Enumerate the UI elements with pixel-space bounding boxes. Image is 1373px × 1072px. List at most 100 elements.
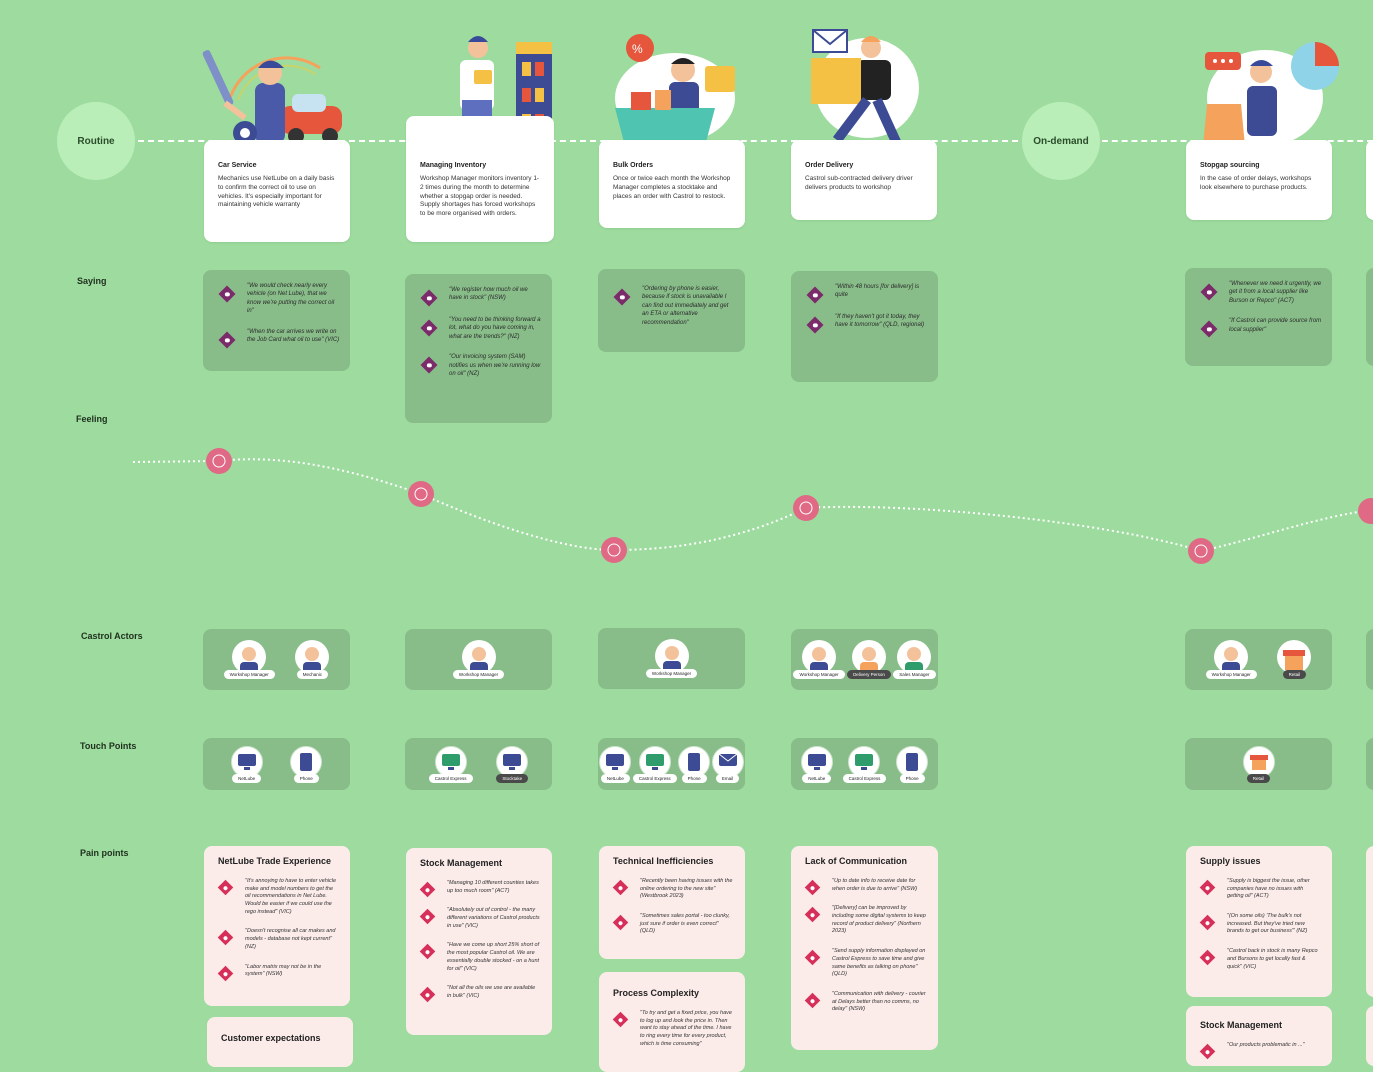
pain-text: "Supply is biggest the issue, other comp…: [1227, 878, 1310, 900]
quote: "When the car arrives we write on the Jo…: [217, 328, 340, 349]
alert-icon: [419, 986, 436, 1003]
quote: "If they haven't got it today, they have…: [805, 313, 928, 334]
touch-point: NetLube: [800, 745, 833, 783]
alert-icon: [612, 1011, 629, 1028]
quote-text: "You need to be thinking forward a lot, …: [449, 317, 541, 340]
pain-card-stock-management-2: Stock Management "Our products problemat…: [1186, 1006, 1332, 1066]
pain-item: "Doesn't recognise all car makes and mod…: [217, 928, 338, 951]
quote: "We would check nearly every vehicle (on…: [217, 282, 340, 316]
monitor-icon: [230, 745, 263, 778]
touch-point-label: Phone: [681, 773, 707, 783]
actor: Workshop Manager: [793, 640, 845, 679]
actor: Workshop Manager: [223, 640, 275, 679]
alert-icon: [804, 949, 821, 966]
actors-card-managing-inventory: Workshop Manager: [405, 629, 552, 690]
touch-point-label: NetLube: [802, 773, 832, 783]
pain-text: "Absolutely out of control - the many di…: [447, 907, 540, 929]
timeline-line-routine: [138, 140, 1018, 142]
pain-card-supply: Supply issues "Supply is biggest the iss…: [1186, 846, 1332, 997]
saying-card-car-service: "We would check nearly every vehicle (on…: [203, 270, 350, 371]
step-title: Stopgap sourcing: [1200, 162, 1260, 169]
pain-card-technical: Technical Inefficiencies "Recently been …: [599, 846, 745, 959]
touch-point: Phone: [896, 745, 929, 783]
actor-label: Mechanic: [296, 670, 328, 679]
quote-text: "We would check nearly every vehicle (on…: [247, 283, 335, 315]
pain-card-communication: Lack of Communication "Up to date info t…: [791, 846, 938, 1050]
touch-point-label: NetLube: [600, 773, 630, 783]
feeling-dot: [1188, 538, 1214, 564]
touch-point: Castrol Express: [842, 745, 887, 783]
alert-icon: [419, 944, 436, 960]
row-label-touch-points: Touch Points: [80, 741, 137, 751]
touch-point-label: Castrol Express: [842, 773, 887, 783]
actor: Sales Manager: [893, 640, 936, 679]
pain-text: "Have we come up short 25% short of the …: [447, 942, 540, 972]
touch-point: Castrol Express: [428, 745, 473, 783]
touch-point: Stocktake: [496, 745, 529, 783]
actor: Retail: [1277, 640, 1312, 679]
alert-icon: [1199, 879, 1216, 896]
pain-item: "Up to date info to receive date for whe…: [804, 878, 926, 896]
pain-text: "To try and get a fixed price, you have …: [640, 1010, 732, 1047]
pain-item: "It's annoying to have to enter vehicle …: [217, 878, 338, 916]
alert-icon: [419, 909, 436, 925]
pain-card-process-complexity: Process Complexity "To try and get a fix…: [599, 972, 745, 1072]
step-card-managing-inventory: Managing Inventory Workshop Manager moni…: [406, 116, 554, 242]
phone-icon: [290, 745, 323, 778]
step-description: Once or twice each month the Workshop Ma…: [613, 175, 731, 200]
quote-icon: [806, 316, 824, 334]
delivery-illustration: [811, 29, 919, 147]
monitor-icon: [599, 745, 632, 778]
pain-text: "Sometimes sales portal - too clunky, ju…: [640, 913, 730, 935]
actors-card-order-delivery: Workshop Manager Delivery Person Sales M…: [791, 629, 938, 690]
pain-item: "Labor matrix may not be in the system" …: [217, 964, 338, 981]
touch-point-label: Phone: [293, 773, 319, 783]
touch-point: Phone: [290, 745, 323, 783]
pain-item: "Recently been having issues with the on…: [612, 878, 733, 901]
pain-title: Stock Management: [1200, 1020, 1283, 1030]
step-title: Order Delivery: [805, 162, 854, 169]
quote-text: "When the car arrives we write on the Jo…: [247, 328, 340, 343]
alert-icon: [612, 879, 629, 896]
row-label-actors: Castrol Actors: [81, 631, 143, 641]
person-icon: [654, 639, 689, 673]
person-icon: [461, 640, 496, 674]
feeling-dot: [408, 481, 434, 507]
alert-icon: [804, 992, 821, 1009]
alert-icon: [1199, 1043, 1216, 1060]
alert-icon: [1199, 949, 1216, 966]
step-title: Car Service: [218, 162, 257, 169]
pain-title: Customer expectations: [221, 1033, 321, 1043]
actor-label: Delivery Person: [847, 670, 891, 679]
alert-icon: [612, 914, 629, 931]
saying-card-managing-inventory: "We register how much oil we have in sto…: [405, 274, 552, 423]
pain-item: "Communication with delivery - courier a…: [804, 991, 926, 1014]
feeling-curve: [132, 448, 1373, 564]
step-description: Castrol sub-contracted delivery driver d…: [805, 175, 913, 191]
pain-title: Process Complexity: [613, 988, 700, 998]
monitor-icon: [496, 745, 529, 778]
pain-item: "Managing 10 different counties takes up…: [419, 880, 540, 898]
store-icon: [1277, 640, 1312, 674]
touchpoints-card-order-delivery: NetLube Castrol Express Phone: [791, 738, 938, 790]
actor: Workshop Manager: [452, 640, 505, 679]
pain-text: "[Delivery] can be improved by including…: [832, 905, 926, 935]
touch-point-label: Castrol Express: [428, 773, 473, 783]
quote-icon: [1200, 320, 1218, 338]
actor-label: Sales Manager: [893, 670, 936, 679]
feeling-dot: [206, 448, 232, 474]
mechanic-car-illustration: [202, 50, 342, 145]
step-description: Mechanics use NetLube on a daily basis t…: [218, 175, 335, 209]
pain-item: "To try and get a fixed price, you have …: [612, 1010, 733, 1048]
touch-point: Phone: [678, 745, 711, 783]
quote-text: "Whenever we need it urgently, we get it…: [1229, 281, 1322, 304]
pain-item: "[Delivery] can be improved by including…: [804, 905, 926, 936]
actor: Mechanic: [295, 640, 330, 679]
actor: Workshop Manager: [1205, 640, 1257, 679]
row-label-feeling: Feeling: [76, 414, 108, 424]
actors-card-bulk-orders: Workshop Manager: [598, 628, 745, 689]
step-title: Managing Inventory: [420, 162, 487, 169]
quote-text: "Our invoicing system (SAM) notifies us …: [449, 354, 541, 377]
bulk-order-illustration: %: [615, 34, 735, 146]
pain-text: "Managing 10 different counties takes up…: [447, 880, 539, 894]
